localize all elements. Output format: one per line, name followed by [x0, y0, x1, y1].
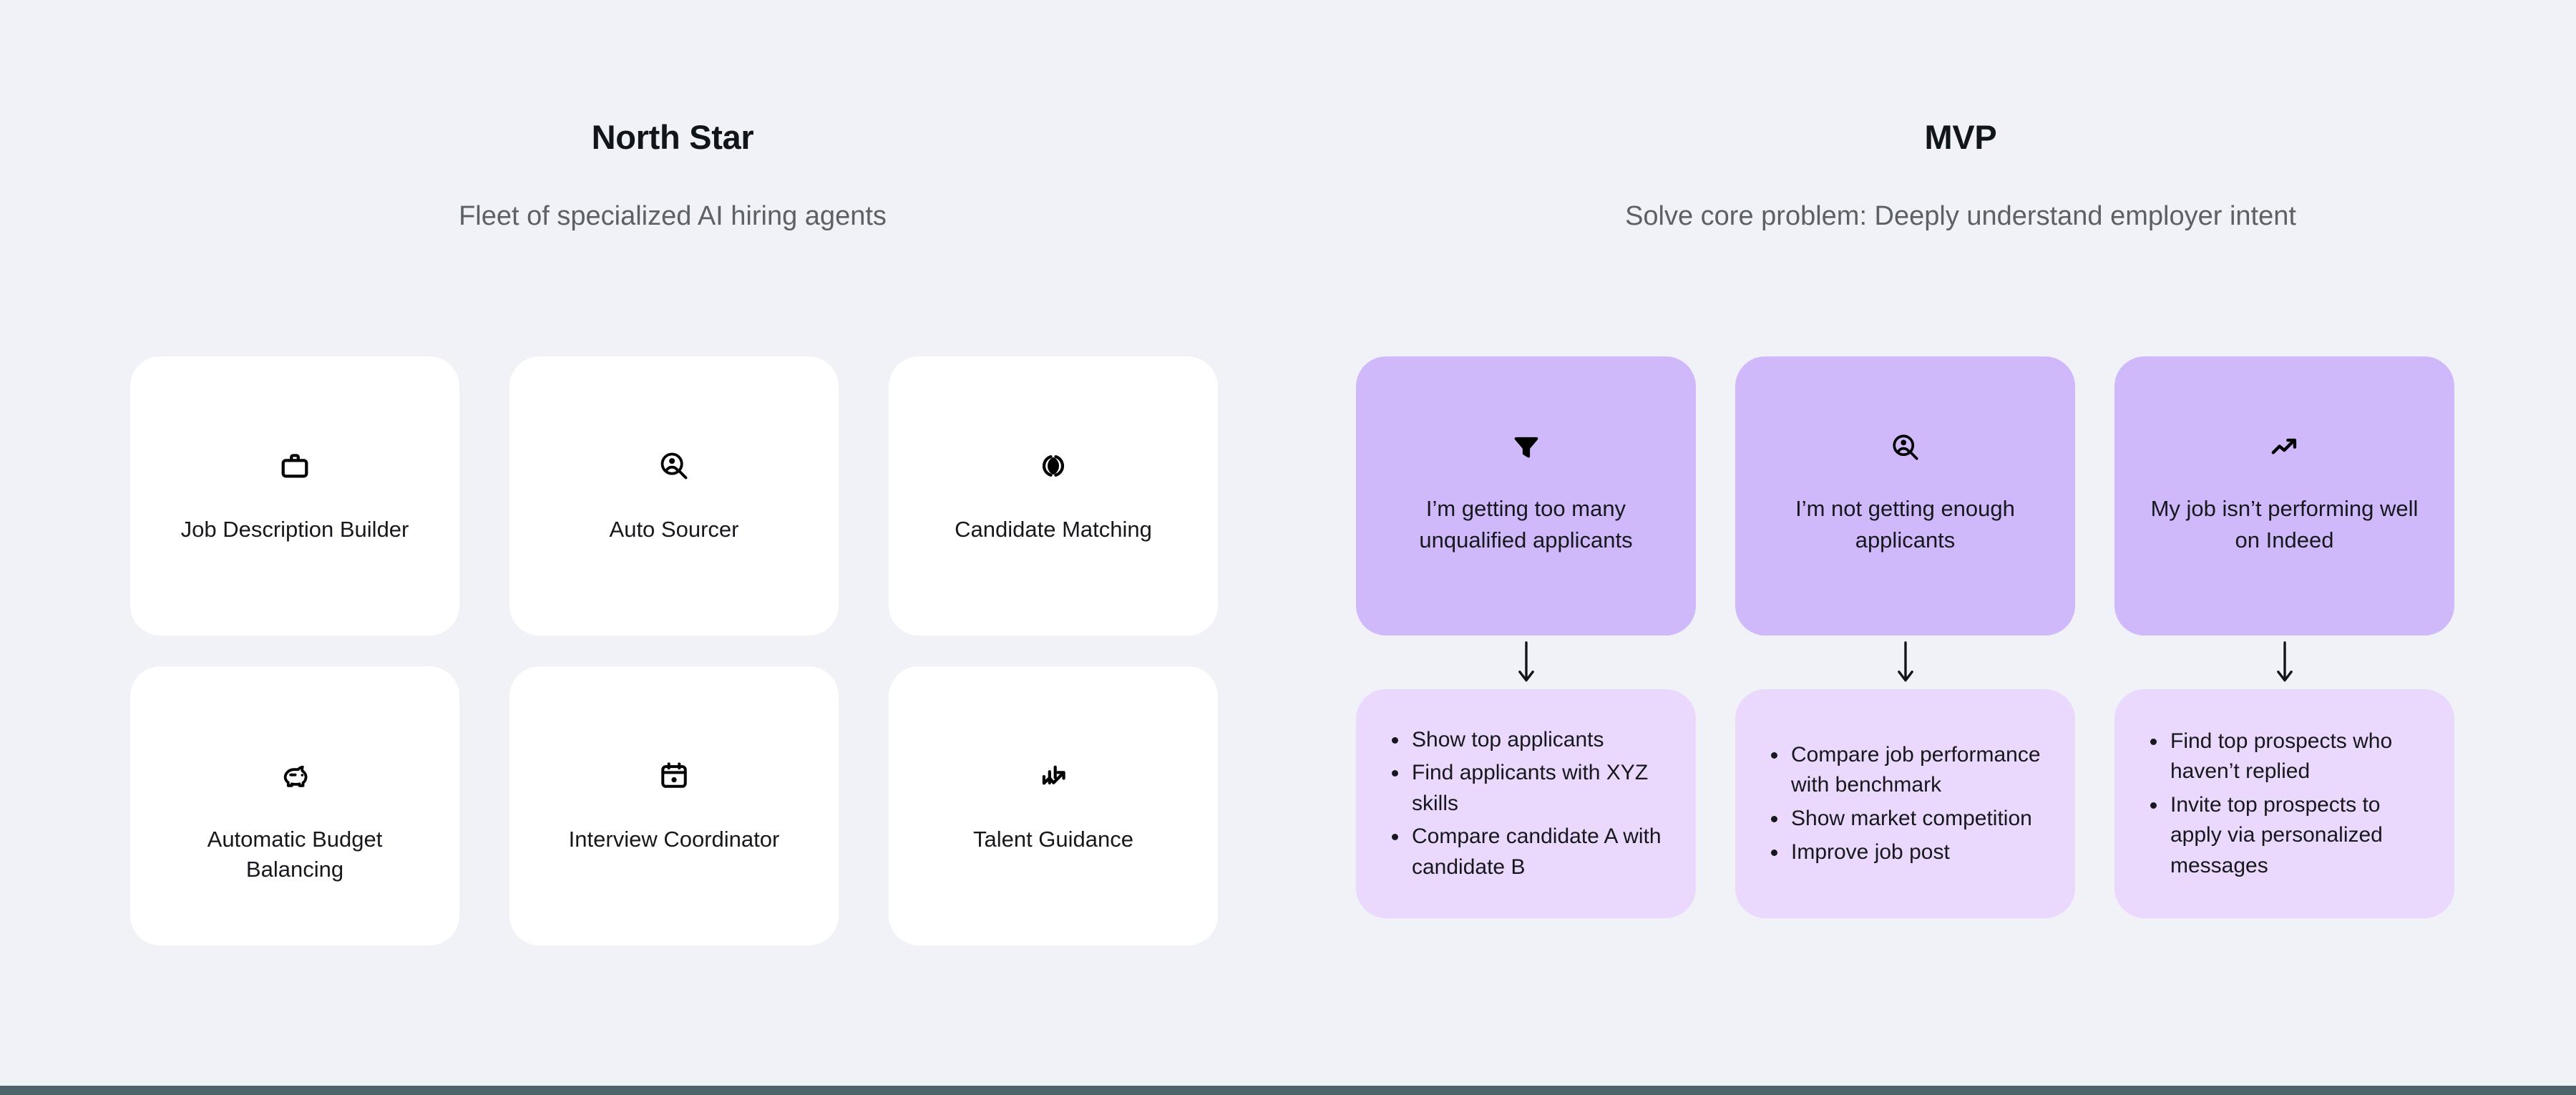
mvp-title: MVP — [1924, 118, 1997, 156]
arrow-down-icon — [1893, 636, 1918, 689]
list-item: Compare job performance with benchmark — [1765, 740, 2051, 801]
list-item: Show top applicants — [1386, 725, 1672, 756]
mvp-flow-not-enough-applicants: I’m not getting enough applicants Compar… — [1735, 356, 2075, 918]
action-list: Compare job performance with benchmark S… — [1765, 740, 2051, 867]
agent-card-job-description-builder[interactable]: Job Description Builder — [130, 356, 459, 636]
action-card[interactable]: Find top prospects who haven’t replied I… — [2114, 689, 2454, 918]
mvp-flow-too-many-unqualified: I’m getting too many unqualified applica… — [1356, 356, 1696, 918]
venn-overlap-icon — [1037, 449, 1070, 482]
agent-card-talent-guidance[interactable]: Talent Guidance — [889, 666, 1218, 945]
problem-card[interactable]: I’m getting too many unqualified applica… — [1356, 356, 1696, 636]
arrow-down-icon — [2273, 636, 2297, 689]
problem-card-label: I’m getting too many unqualified applica… — [1419, 496, 1633, 553]
funnel-filter-icon — [1511, 432, 1542, 463]
problem-card[interactable]: I’m not getting enough applicants — [1735, 356, 2075, 636]
list-item: Find applicants with XYZ skills — [1386, 758, 1672, 819]
problem-card[interactable]: My job isn’t performing well on Indeed — [2114, 356, 2454, 636]
bar-chart-trend-up-icon — [1037, 759, 1070, 792]
action-list: Find top prospects who haven’t replied I… — [2145, 726, 2430, 882]
action-card[interactable]: Compare job performance with benchmark S… — [1735, 689, 2075, 918]
agent-card-label: Job Description Builder — [180, 517, 409, 542]
agent-card-label: Automatic Budget Balancing — [207, 827, 383, 882]
agent-card-label: Candidate Matching — [955, 517, 1152, 542]
mvp-column: MVP Solve core problem: Deeply understan… — [1345, 0, 2576, 230]
agent-card-label: Talent Guidance — [972, 827, 1134, 852]
north-star-card-grid: Job Description Builder Auto Sourcer — [130, 356, 1218, 945]
north-star-title: North Star — [591, 118, 754, 156]
problem-card-label: My job isn’t performing well on Indeed — [2150, 496, 2419, 553]
briefcase-icon — [278, 449, 311, 482]
agent-card-candidate-matching[interactable]: Candidate Matching — [889, 356, 1218, 636]
mvp-flow-grid: I’m getting too many unqualified applica… — [1356, 356, 2454, 918]
agent-card-auto-sourcer[interactable]: Auto Sourcer — [509, 356, 839, 636]
calendar-event-icon — [658, 759, 691, 792]
agent-card-automatic-budget-balancing[interactable]: Automatic Budget Balancing — [130, 666, 459, 945]
person-search-icon — [1890, 432, 1921, 463]
agent-card-label: Interview Coordinator — [568, 827, 780, 852]
list-item: Find top prospects who haven’t replied — [2145, 726, 2430, 787]
north-star-subtitle: Fleet of specialized AI hiring agents — [459, 201, 887, 231]
trend-up-arrow-icon — [2269, 432, 2301, 463]
problem-card-label: I’m not getting enough applicants — [1795, 496, 2015, 553]
arrow-down-icon — [1514, 636, 1538, 689]
list-item: Show market competition — [1765, 804, 2051, 834]
list-item: Improve job post — [1765, 837, 2051, 868]
north-star-column: North Star Fleet of specialized AI hirin… — [0, 0, 1345, 230]
list-item: Compare candidate A with candidate B — [1386, 822, 1672, 882]
bottom-chrome-bar — [0, 1086, 2576, 1095]
person-search-icon — [658, 449, 691, 482]
mvp-subtitle: Solve core problem: Deeply understand em… — [1625, 201, 2296, 231]
action-card[interactable]: Show top applicants Find applicants with… — [1356, 689, 1696, 918]
agent-card-label: Auto Sourcer — [609, 517, 739, 542]
list-item: Invite top prospects to apply via person… — [2145, 790, 2430, 882]
mvp-flow-job-not-performing: My job isn’t performing well on Indeed F… — [2114, 356, 2454, 918]
piggy-bank-icon — [278, 759, 311, 792]
action-list: Show top applicants Find applicants with… — [1386, 725, 1672, 883]
agent-card-interview-coordinator[interactable]: Interview Coordinator — [509, 666, 839, 945]
